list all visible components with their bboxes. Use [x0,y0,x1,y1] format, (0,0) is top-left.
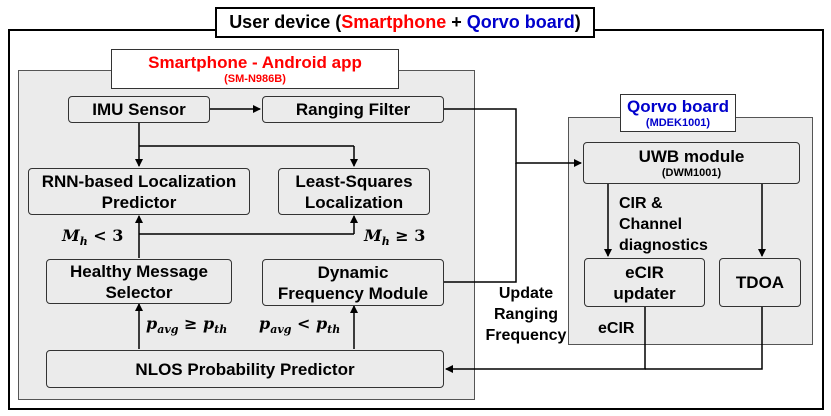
pavg-lt-sym: p [259,314,271,333]
title-prefix: User device ( [229,12,342,32]
diagram-title: User device ( Smartphone + Qorvo board ) [215,7,595,38]
healthy-line-2: Selector [105,282,173,302]
pth-ge-sub: th [214,323,228,337]
tdoa-box: TDOA [719,258,801,307]
rnn-line-2: Predictor [101,192,177,212]
pavg-ge-sub: avg [157,323,179,337]
smartphone-label-text: Smartphone - Android app [148,53,362,72]
smartphone-label: Smartphone - Android app (SM-N986B) [111,49,399,89]
tdoa-label: TDOA [735,273,785,292]
pavg-lt-sub: avg [270,323,292,337]
dynamic-line-1: Dynamic [317,262,389,282]
mh-ge-sub: h [381,235,390,249]
update-ranging-frequency-label: Update Ranging Frequency [482,283,570,346]
title-plus: + [446,12,467,32]
mh-less-than-label: Mh < 3 [62,226,123,248]
uwb-module-box: UWB module (DWM1001) [583,142,800,184]
smartphone-panel [18,70,475,400]
ecir-output-text: eCIR [598,320,635,337]
pth-lt-sym: p [315,314,328,333]
dynamic-line-2: Frequency Module [277,283,429,303]
title-smartphone: Smartphone [341,12,447,32]
nlos-label: NLOS Probability Predictor [135,359,355,379]
pavg-lt-rel: < [291,314,316,333]
ecir-line-1: eCIR [625,262,664,282]
pth-lt-sub: th [327,323,341,337]
pavg-ge-rel: ≥ [178,314,203,333]
nlos-predictor-box: NLOS Probability Predictor [46,350,444,388]
pavg-ge-pth-label: pavg ≥ pth [146,314,227,336]
ecir-output-label: eCIR [598,320,634,338]
cir-line-1: CIR & [619,195,663,212]
lsq-line-1: Least-Squares [295,171,413,191]
mh-lt-sub: h [79,235,88,249]
pth-ge-sym: p [202,314,215,333]
mh-greater-equal-label: Mh ≥ 3 [364,226,425,248]
mh-ge-rel: ≥ 3 [389,226,426,245]
update-line-1: Update [498,285,554,302]
cir-diagnostics-label: CIR & Channel diagnostics [619,193,708,256]
smartphone-model: (SM-N986B) [224,73,286,85]
lsq-line-2: Localization [304,192,404,212]
update-line-2: Ranging [494,306,558,323]
least-squares-box: Least-Squares Localization [278,168,430,215]
uwb-model: (DWM1001) [661,167,722,179]
dynamic-frequency-box: Dynamic Frequency Module [262,259,444,306]
ecir-line-2: updater [613,283,676,303]
mh-lt-sym: M [62,226,80,245]
cir-line-3: diagnostics [619,237,708,254]
qorvo-label-text: Qorvo board [626,97,729,116]
mh-lt-rel: < 3 [87,226,124,245]
rnn-line-1: RNN-based Localization [41,171,237,191]
rnn-localization-box: RNN-based Localization Predictor [28,168,250,215]
title-suffix: ) [574,12,581,32]
uwb-label: UWB module [638,147,745,166]
pavg-lt-pth-label: pavg < pth [259,314,340,336]
ranging-filter-label: Ranging Filter [295,100,411,119]
cir-line-2: Channel [619,216,683,233]
ecir-updater-box: eCIR updater [584,258,705,307]
title-board: Qorvo board [466,12,575,32]
qorvo-model: (MDEK1001) [645,117,711,129]
ranging-filter-box: Ranging Filter [262,96,444,123]
imu-sensor-label: IMU Sensor [92,100,186,119]
update-line-3: Frequency [485,327,567,344]
mh-ge-sym: M [364,226,382,245]
qorvo-label: Qorvo board (MDEK1001) [620,94,736,132]
imu-sensor-box: IMU Sensor [68,96,210,123]
healthy-message-selector-box: Healthy Message Selector [46,259,232,304]
healthy-line-1: Healthy Message [70,261,208,281]
pavg-ge-sym: p [146,314,158,333]
